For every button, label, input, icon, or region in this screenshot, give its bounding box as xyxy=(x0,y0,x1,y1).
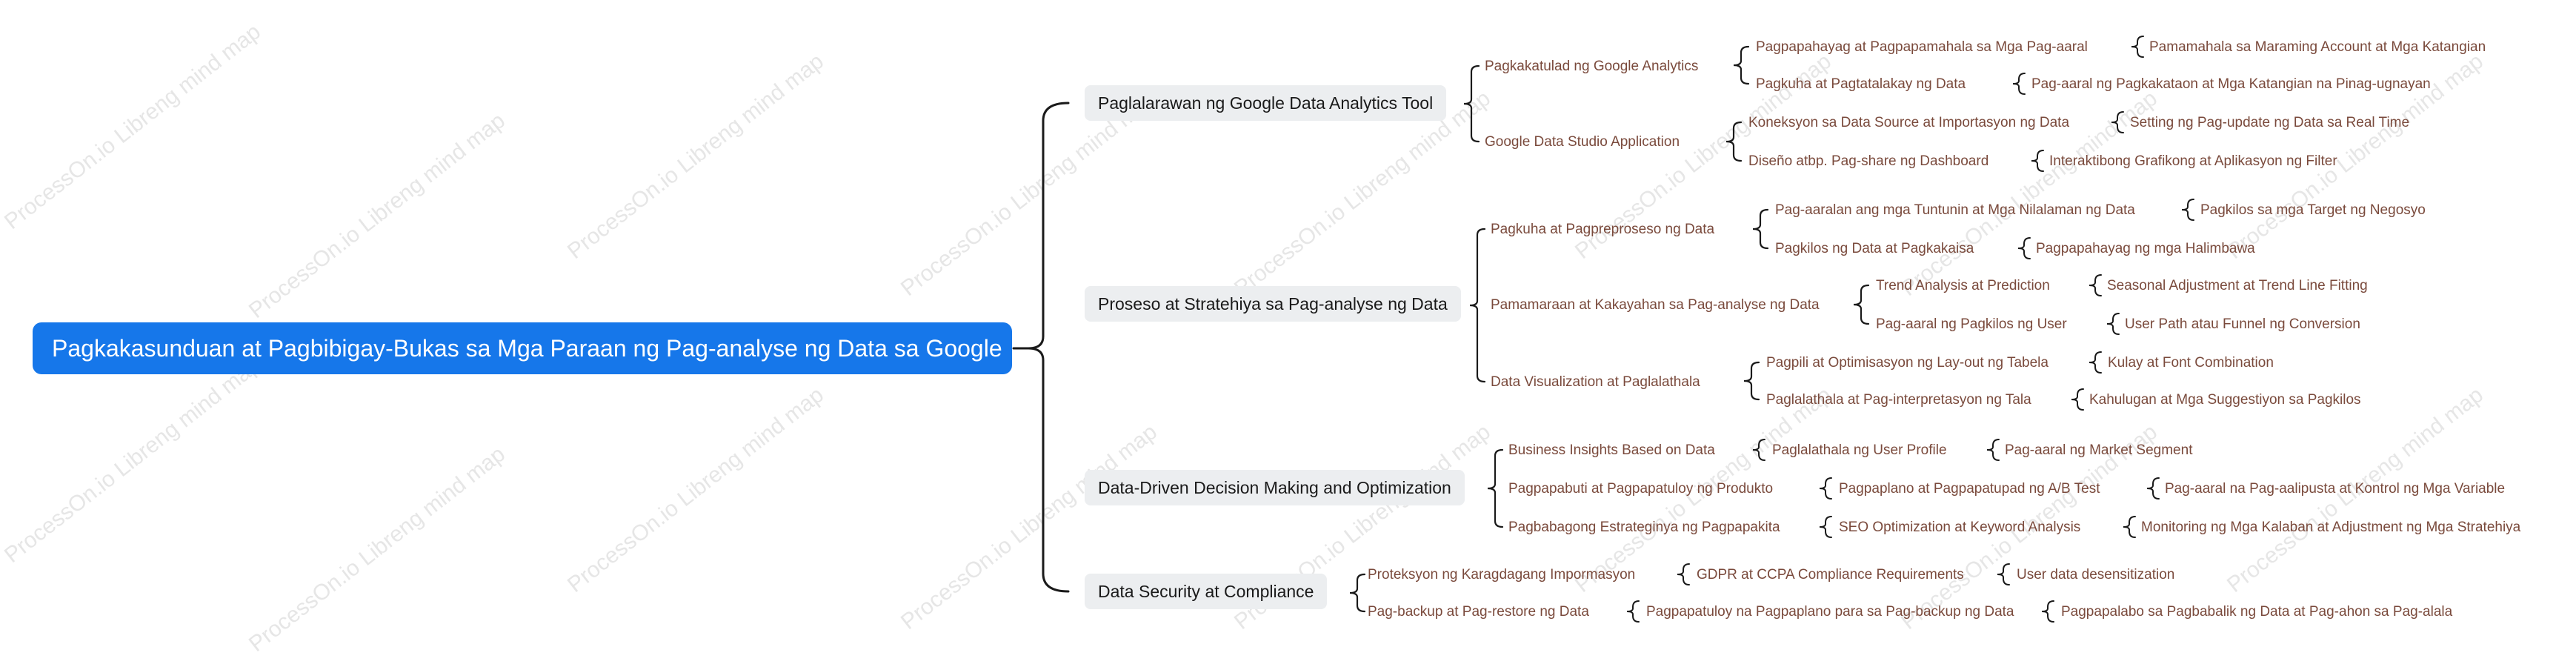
topic-node[interactable]: Proteksyon ng Karagdagang Impormasyon xyxy=(1368,567,1636,583)
topic-node[interactable]: Data Visualization at Paglalathala xyxy=(1491,374,1700,390)
detail-node[interactable]: Kahulugan at Mga Suggestiyon sa Pagkilos xyxy=(2089,392,2361,408)
topic-brace xyxy=(1725,121,1743,162)
subtopic-node[interactable]: Paglalathala ng User Profile xyxy=(1772,442,1947,458)
detail-brace xyxy=(2089,274,2102,296)
detail-brace xyxy=(1986,439,2000,461)
detail-brace xyxy=(2017,237,2031,259)
detail-brace xyxy=(1819,477,1832,500)
detail-node[interactable]: Pag-aaral na Pag-aalipusta at Kontrol ng… xyxy=(2165,481,2506,497)
branch-decision-making[interactable]: Data-Driven Decision Making and Optimiza… xyxy=(1085,470,1465,505)
detail-node[interactable]: Pagkilos sa mga Target ng Negosyo xyxy=(2200,202,2426,218)
detail-node[interactable]: User Path atau Funnel ng Conversion xyxy=(2125,316,2360,332)
branch-brace xyxy=(1349,573,1366,613)
topic-node[interactable]: Business Insights Based on Data xyxy=(1508,442,1715,458)
subtopic-node[interactable]: GDPR at CCPA Compliance Requirements xyxy=(1697,567,1964,583)
topic-brace xyxy=(1733,45,1750,85)
subtopic-node[interactable]: Pag-aaralan ang mga Tuntunin at Mga Nila… xyxy=(1775,202,2135,218)
subtopic-node[interactable]: Pagpili at Optimisasyon ng Lay-out ng Ta… xyxy=(1766,355,2049,371)
detail-brace xyxy=(2131,36,2144,58)
branch-brace xyxy=(1463,64,1480,143)
subtopic-node[interactable]: Pagkuha at Pagtatalakay ng Data xyxy=(1756,76,1966,92)
detail-brace xyxy=(2123,516,2136,538)
topic-brace xyxy=(1743,361,1760,401)
detail-brace xyxy=(2012,73,2026,95)
branch-analysis-process[interactable]: Proseso at Stratehiya sa Pag-analyse ng … xyxy=(1085,286,1461,322)
detail-brace xyxy=(2071,388,2084,411)
subtopic-node[interactable]: Pagpapatuloy na Pagpaplano para sa Pag-b… xyxy=(1646,604,2014,620)
detail-brace xyxy=(1626,600,1640,623)
detail-node[interactable]: User data desensitization xyxy=(2017,567,2175,583)
topic-brace xyxy=(1853,284,1870,325)
detail-brace xyxy=(2031,150,2044,172)
detail-node[interactable]: Pagpapalabo sa Pagbabalik ng Data at Pag… xyxy=(2061,604,2453,620)
detail-node[interactable]: Kulay at Font Combination xyxy=(2108,355,2274,371)
main-brace xyxy=(1027,102,1070,593)
detail-node[interactable]: Setting ng Pag-update ng Data sa Real Ti… xyxy=(2130,115,2410,130)
detail-brace xyxy=(2089,351,2102,374)
subtopic-node[interactable]: Pagpaplano at Pagpapatupad ng A/B Test xyxy=(1839,481,2100,497)
detail-node[interactable]: Pag-aaral ng Market Segment xyxy=(2005,442,2193,458)
detail-brace xyxy=(1677,563,1690,585)
detail-brace xyxy=(1997,563,2010,585)
detail-brace xyxy=(1752,439,1765,461)
subtopic-node[interactable]: Pagpapahayag at Pagpapamahala sa Mga Pag… xyxy=(1756,39,2088,55)
detail-brace xyxy=(1819,516,1832,538)
detail-node[interactable]: Monitoring ng Mga Kalaban at Adjustment … xyxy=(2141,520,2521,535)
subtopic-node[interactable]: SEO Optimization at Keyword Analysis xyxy=(1839,520,2081,535)
topic-node[interactable]: Pagkakatulad ng Google Analytics xyxy=(1485,59,1699,74)
branch-brace xyxy=(1469,228,1486,383)
detail-node[interactable]: Pagpapahayag ng mga Halimbawa xyxy=(2036,241,2255,256)
detail-node[interactable]: Interaktibong Grafikong at Aplikasyon ng… xyxy=(2049,153,2337,169)
topic-node[interactable]: Pagbabagong Estrateginya ng Pagpapakita xyxy=(1508,520,1780,535)
topic-node[interactable]: Pagkuha at Pagpreproseso ng Data xyxy=(1491,222,1715,237)
detail-brace xyxy=(2041,600,2054,623)
subtopic-node[interactable]: Paglalathala at Pag-interpretasyon ng Ta… xyxy=(1766,392,2031,408)
topic-node[interactable]: Pamamaraan at Kakayahan sa Pag-analyse n… xyxy=(1491,297,1820,313)
detail-node[interactable]: Pag-aaral ng Pagkakataon at Mga Katangia… xyxy=(2031,76,2431,92)
branch-google-analytics-tool[interactable]: Paglalarawan ng Google Data Analytics To… xyxy=(1085,85,1447,121)
topic-brace xyxy=(1752,208,1769,250)
topic-node[interactable]: Pagpapabuti at Pagpapatuloy ng Produkto xyxy=(1508,481,1774,497)
subtopic-node[interactable]: Diseño atbp. Pag-share ng Dashboard xyxy=(1748,153,1989,169)
subtopic-node[interactable]: Pag-aaral ng Pagkilos ng User xyxy=(1876,316,2067,332)
subtopic-node[interactable]: Pagkilos ng Data at Pagkakaisa xyxy=(1775,241,1974,256)
detail-brace xyxy=(2146,477,2160,500)
topic-node[interactable]: Pag-backup at Pag-restore ng Data xyxy=(1368,604,1589,620)
branch-data-security[interactable]: Data Security at Compliance xyxy=(1085,574,1328,609)
topic-node[interactable]: Google Data Studio Application xyxy=(1485,134,1680,150)
detail-brace xyxy=(2181,199,2194,221)
detail-node[interactable]: Seasonal Adjustment at Trend Line Fittin… xyxy=(2107,278,2368,293)
detail-node[interactable]: Pamamahala sa Maraming Account at Mga Ka… xyxy=(2149,39,2486,55)
branch-brace xyxy=(1487,448,1504,528)
root-node[interactable]: Pagkakasunduan at Pagbibigay-Bukas sa Mg… xyxy=(33,322,1012,374)
detail-brace xyxy=(2106,313,2120,335)
subtopic-node[interactable]: Koneksyon sa Data Source at Importasyon … xyxy=(1748,115,2070,130)
detail-brace xyxy=(2111,111,2124,133)
subtopic-node[interactable]: Trend Analysis at Prediction xyxy=(1876,278,2050,293)
